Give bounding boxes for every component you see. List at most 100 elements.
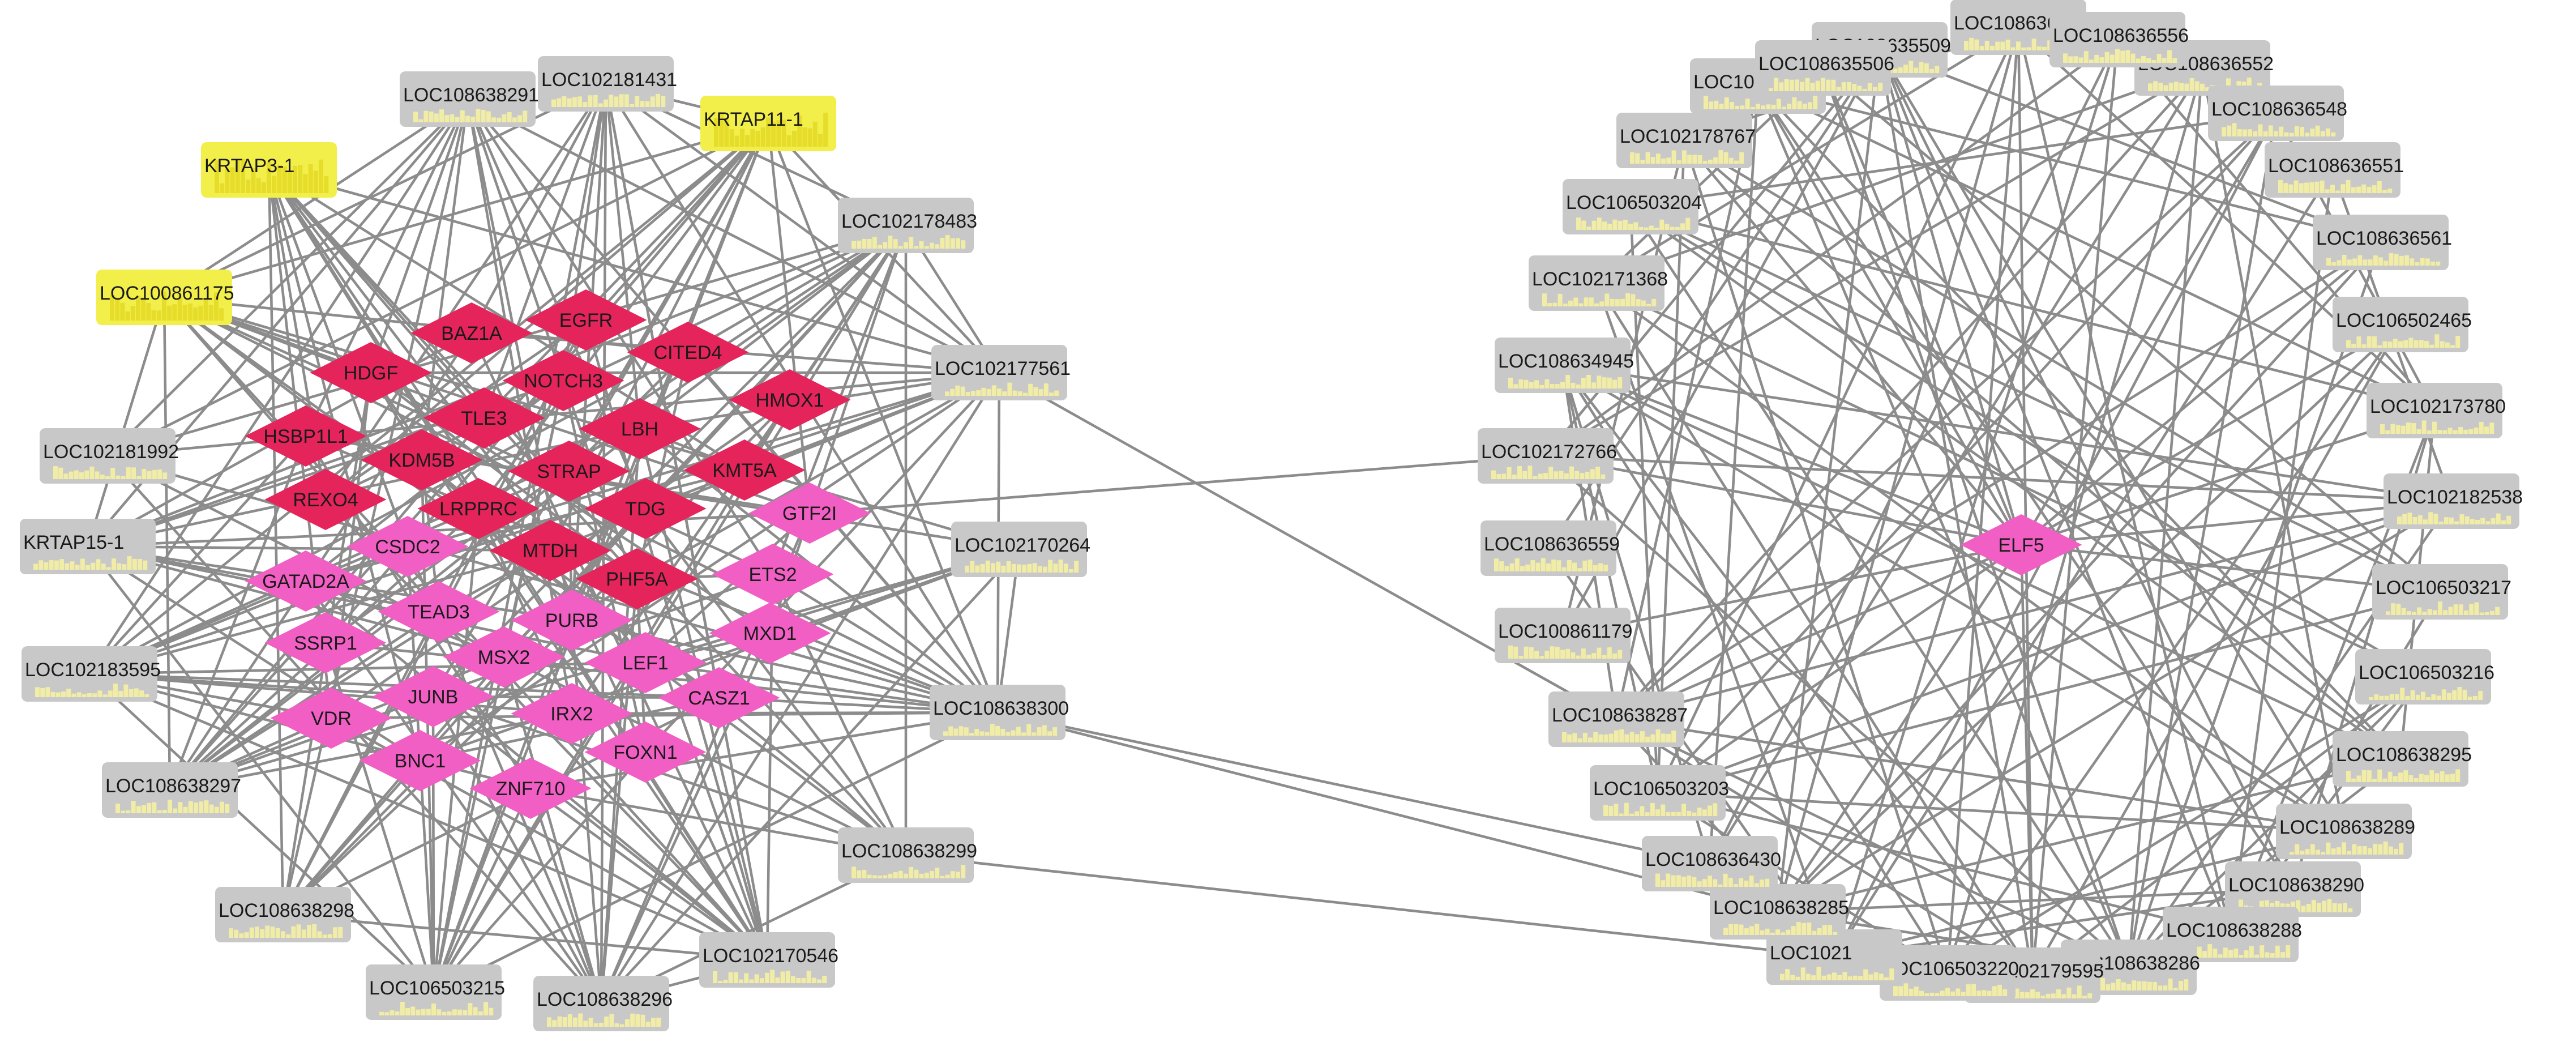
gene-node-krtap3-1[interactable]: KRTAP3-1 [201,142,337,198]
tf-node-vdr[interactable]: VDR [270,688,392,749]
tf-node-mtdh[interactable]: MTDH [489,520,611,581]
expression-bar [1491,470,1496,479]
gene-node-loc108638291[interactable]: LOC108638291 [400,71,539,127]
tf-node-phf5a[interactable]: PHF5A [576,548,698,609]
tf-node-ssrp1[interactable]: SSRP1 [264,612,387,673]
expression-bar [919,241,924,249]
tf-node-kmt5a[interactable]: KMT5A [683,439,806,501]
gene-node-loc108638296[interactable]: LOC108638296 [533,976,673,1031]
tf-node-mxd1[interactable]: MXD1 [709,603,831,664]
expression-bar [1676,875,1681,887]
tf-node-gatad2a[interactable]: GATAD2A [245,550,367,612]
expression-bar [2385,430,2390,434]
tf-node-ets2[interactable]: ETS2 [712,544,834,605]
gene-node-loc102182538[interactable]: LOC102182538 [2384,473,2523,529]
tf-node-elf5[interactable]: ELF5 [1960,514,2082,575]
gene-node-loc102181992[interactable]: LOC102181992 [40,428,179,484]
gene-node-loc108636430[interactable]: LOC108636430 [1642,836,1781,891]
tf-node-bnc1[interactable]: BNC1 [359,730,481,791]
tf-node-foxn1[interactable]: FOXN1 [584,721,707,783]
tf-node-gtf2i[interactable]: GTF2I [748,483,871,544]
gene-node-loc108636548[interactable]: LOC108636548 [2208,86,2347,141]
expression-bar [2078,57,2083,63]
gene-node-loc106502465[interactable]: LOC106502465 [2333,297,2472,352]
gene-node-loc106503217[interactable]: LOC106503217 [2372,564,2511,620]
gene-node-loc106503215[interactable]: LOC106503215 [366,964,505,1020]
tf-node-strap[interactable]: STRAP [508,441,630,502]
tf-node-baz1a[interactable]: BAZ1A [410,302,533,364]
tf-node-tead3[interactable]: TEAD3 [378,581,500,642]
expression-bar [2401,608,2406,615]
expression-bar [2327,899,2332,912]
tf-node-hmox1[interactable]: HMOX1 [729,369,851,430]
tf-node-tdg[interactable]: TDG [584,478,707,539]
expression-bar [872,875,877,878]
gene-node-loc108638285[interactable]: LOC108638285 [1710,884,1849,940]
gene-node-loc102183595[interactable]: LOC102183595 [22,646,161,702]
gene-node-loc102172766[interactable]: LOC102172766 [1478,428,1617,484]
gene-node-loc106503216[interactable]: LOC106503216 [2355,649,2494,705]
tf-node-cited4[interactable]: CITED4 [627,322,749,383]
gene-node-loc108635506[interactable]: LOC108635506 [1755,40,1894,96]
edge [1656,140,1686,793]
gene-node-box [699,932,835,988]
tf-node-hsbp1l1[interactable]: HSBP1L1 [245,405,367,467]
expression-bar [2336,847,2341,855]
gene-node-loc102171368[interactable]: LOC102171368 [1529,255,1668,311]
gene-node-loc102177561[interactable]: LOC102177561 [931,345,1071,400]
tf-node-notch3[interactable]: NOTCH3 [502,350,624,411]
expression-bar [2288,184,2293,193]
gene-node-loc102178767[interactable]: LOC102178767 [1616,113,1756,168]
gene-node-loc108638298[interactable]: LOC108638298 [215,887,354,942]
gene-node-loc108634945[interactable]: LOC108634945 [1495,338,1634,393]
expression-bar [1069,569,1073,573]
gene-node-loc106503220[interactable]: LOC106503220 [1880,945,2019,1001]
tf-node-msx2[interactable]: MSX2 [443,626,565,688]
gene-node-loc100861179[interactable]: LOC100861179 [1495,608,1633,663]
tf-node-kdm5b[interactable]: KDM5B [361,429,483,490]
tf-node-irx2[interactable]: IRX2 [511,683,633,744]
gene-node-label: LOC102183595 [25,659,161,681]
gene-node-krtap15-1[interactable]: KRTAP15-1 [20,519,156,574]
gene-node-loc108638300[interactable]: LOC108638300 [930,685,1069,740]
tf-node-csdc2[interactable]: CSDC2 [346,516,469,577]
expression-bar [139,690,144,697]
gene-node-loc100861175[interactable]: LOC100861175 [96,270,234,325]
gene-node-loc108638290[interactable]: LOC108638290 [2225,861,2364,917]
gene-node-loc108636559[interactable]: LOC108636559 [1480,520,1620,576]
gene-node-loc102181431[interactable]: LOC102181431 [538,56,677,112]
expression-bar [1021,732,1026,736]
tf-node-lef1[interactable]: LEF1 [584,632,707,693]
expression-bar [2331,132,2336,136]
gene-node-loc106503203[interactable]: LOC106503203 [1590,765,1729,821]
gene-node-loc108638295[interactable]: LOC108638295 [2333,731,2472,787]
gene-node-loc102170546[interactable]: LOC102170546 [699,932,838,988]
gene-node-loc106503204[interactable]: LOC106503204 [1563,179,1702,234]
tf-node-tle3[interactable]: TLE3 [423,387,545,449]
tf-node-znf710[interactable]: ZNF710 [469,758,592,819]
gene-node-loc102170264[interactable]: LOC102170264 [951,522,1090,577]
gene-node-loc108636556[interactable]: LOC108636556 [2049,12,2189,67]
gene-node-loc108638287[interactable]: LOC108638287 [1548,691,1688,747]
gene-node-loc102178483[interactable]: LOC102178483 [838,198,977,253]
tf-node-casz1[interactable]: CASZ1 [658,667,780,728]
gene-node-label: LOC108636561 [2316,228,2452,249]
gene-node-loc108638297[interactable]: LOC108638297 [102,762,241,818]
gene-node-loc1021[interactable]: LOC1021 [1766,929,1902,985]
tf-node-hdgf[interactable]: HDGF [310,342,432,403]
expression-bar [281,931,285,938]
gene-node-loc102173780[interactable]: LOC102173780 [2367,383,2506,438]
tf-node-lrpprc[interactable]: LRPPRC [417,478,540,539]
expression-bar [267,161,271,193]
tf-node-lbh[interactable]: LBH [579,398,701,459]
gene-node-loc108638299[interactable]: LOC108638299 [838,827,977,883]
expression-bar [1006,561,1011,573]
tf-node-junb[interactable]: JUNB [372,666,494,727]
tf-node-rexo4[interactable]: REXO4 [264,469,387,530]
tf-node-egfr[interactable]: EGFR [525,289,647,351]
gene-node-loc108636551[interactable]: LOC108636551 [2265,142,2404,198]
gene-node-loc108636561[interactable]: LOC108636561 [2313,215,2452,270]
tf-node-purb[interactable]: PURB [511,590,633,651]
gene-node-loc108638289[interactable]: LOC108638289 [2276,804,2415,859]
gene-node-krtap11-1[interactable]: KRTAP11-1 [700,96,836,151]
